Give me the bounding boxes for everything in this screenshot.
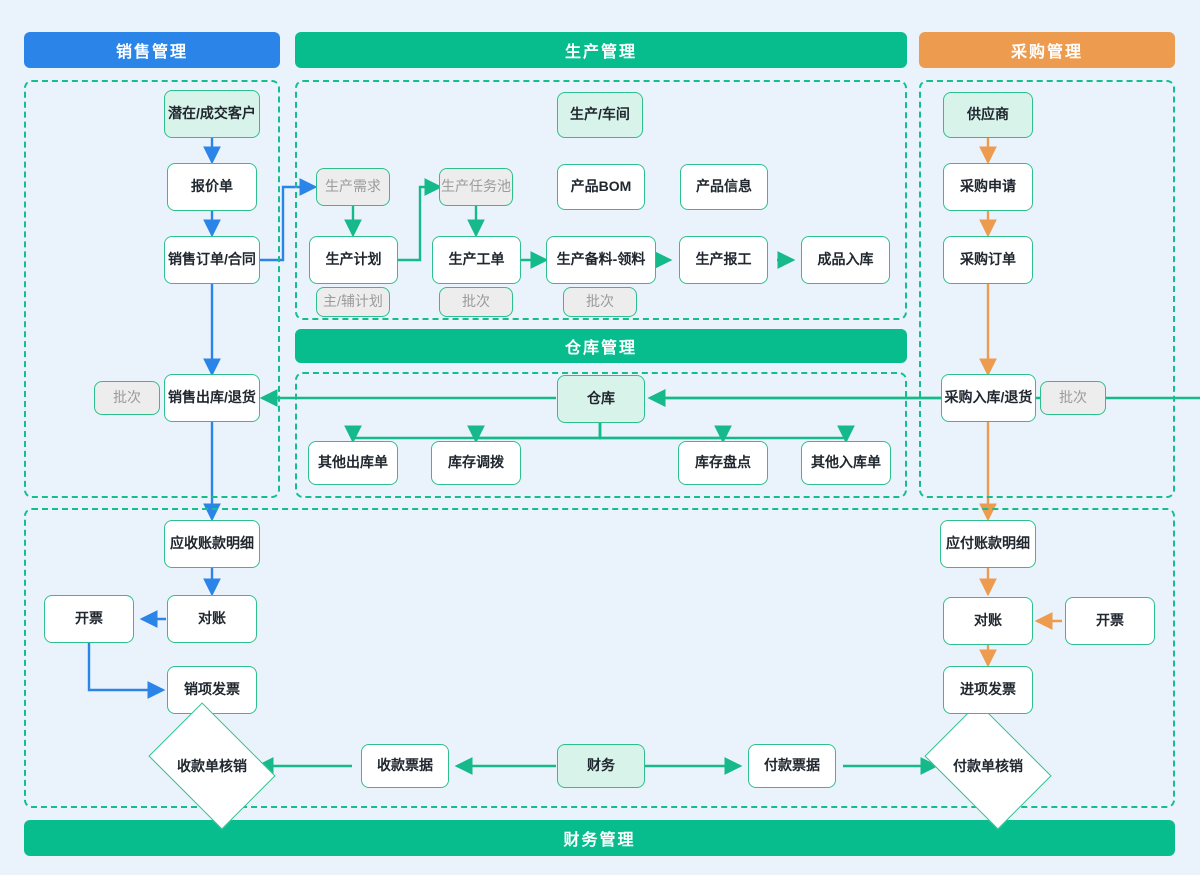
node-label: 批次 <box>1059 389 1087 406</box>
node-production-workorder[interactable]: 生产工单 <box>432 236 521 284</box>
group-production <box>295 80 907 320</box>
band-purchase-label: 采购管理 <box>1010 44 1083 61</box>
node-label: 开票 <box>1096 612 1124 629</box>
band-production: 生产管理 <box>295 32 907 68</box>
node-label: 财务 <box>587 757 615 774</box>
node-production-plan-batch[interactable]: 主/辅计划 <box>316 287 390 317</box>
band-warehouse: 仓库管理 <box>295 329 907 363</box>
node-label: 生产工单 <box>448 251 505 268</box>
node-warehouse-other-inbound[interactable]: 其他入库单 <box>801 441 891 485</box>
node-sales-order[interactable]: 销售订单/合同 <box>164 236 260 284</box>
node-label: 应收账款明细 <box>170 535 254 552</box>
node-label: 销售订单/合同 <box>168 251 256 268</box>
node-production-product-info[interactable]: 产品信息 <box>680 164 768 210</box>
group-purchase <box>919 80 1175 498</box>
node-production-workorder-batch[interactable]: 批次 <box>439 287 513 317</box>
node-warehouse-stocktake[interactable]: 库存盘点 <box>678 441 768 485</box>
node-label: 开票 <box>75 610 103 627</box>
node-finance-receipt-voucher[interactable]: 收款票据 <box>361 744 449 788</box>
node-finance-output-invoice[interactable]: 销项发票 <box>167 666 257 714</box>
node-label: 收款单核销 <box>177 758 247 774</box>
node-sales-batch[interactable]: 批次 <box>94 381 160 415</box>
band-purchase: 采购管理 <box>919 32 1175 68</box>
node-label: 生产任务池 <box>441 178 511 195</box>
node-production-bom[interactable]: 产品BOM <box>557 164 645 210</box>
node-label: 仓库 <box>587 390 615 407</box>
node-purchase-batch[interactable]: 批次 <box>1040 381 1106 415</box>
node-production-finished-goods[interactable]: 成品入库 <box>801 236 890 284</box>
node-production-picking-batch[interactable]: 批次 <box>563 287 637 317</box>
node-finance-ar-detail[interactable]: 应收账款明细 <box>164 520 260 568</box>
node-label: 库存盘点 <box>695 454 751 471</box>
group-finance <box>24 508 1175 808</box>
node-label: 其他出库单 <box>318 454 388 471</box>
node-purchase-supplier[interactable]: 供应商 <box>943 92 1033 138</box>
node-production-taskpool[interactable]: 生产任务池 <box>439 168 513 206</box>
node-production-picking[interactable]: 生产备料-领料 <box>546 236 656 284</box>
node-label: 生产/车间 <box>570 106 630 123</box>
band-production-label: 生产管理 <box>564 44 637 61</box>
node-label: 批次 <box>113 389 141 406</box>
band-finance-label: 财务管理 <box>563 832 636 849</box>
node-label: 报价单 <box>191 178 233 195</box>
node-label: 销项发票 <box>184 681 240 698</box>
band-sales-label: 销售管理 <box>115 44 188 61</box>
node-purchase-order[interactable]: 采购订单 <box>943 236 1033 284</box>
node-finance-payment-voucher[interactable]: 付款票据 <box>748 744 836 788</box>
node-production-workshop[interactable]: 生产/车间 <box>557 92 643 138</box>
node-label: 其他入库单 <box>811 454 881 471</box>
node-label: 批次 <box>586 293 614 310</box>
node-label: 采购入库/退货 <box>944 389 1033 406</box>
node-label: 产品BOM <box>570 178 632 195</box>
node-finance-ar-reconciliation[interactable]: 对账 <box>167 595 257 643</box>
node-label: 收款票据 <box>377 757 433 774</box>
band-warehouse-label: 仓库管理 <box>564 340 637 357</box>
node-label: 销售出库/退货 <box>168 389 256 406</box>
node-finance-payment-writeoff[interactable]: 付款单核销 <box>924 702 1052 830</box>
node-label: 主/辅计划 <box>323 293 383 310</box>
node-label: 库存调拨 <box>448 454 504 471</box>
node-label: 生产计划 <box>325 251 382 268</box>
node-label: 供应商 <box>967 106 1009 123</box>
node-sales-outbound[interactable]: 销售出库/退货 <box>164 374 260 422</box>
node-finance-ar-invoicing[interactable]: 开票 <box>44 595 134 643</box>
node-label: 采购订单 <box>960 251 1016 268</box>
node-warehouse-transfer[interactable]: 库存调拨 <box>431 441 521 485</box>
band-sales: 销售管理 <box>24 32 280 68</box>
node-production-demand[interactable]: 生产需求 <box>316 168 390 206</box>
node-label: 进项发票 <box>960 681 1016 698</box>
node-finance-ap-reconciliation[interactable]: 对账 <box>943 597 1033 645</box>
node-label: 对账 <box>974 612 1002 629</box>
node-label: 对账 <box>198 610 226 627</box>
group-warehouse <box>295 372 907 498</box>
node-finance-hub[interactable]: 财务 <box>557 744 645 788</box>
node-purchase-inbound[interactable]: 采购入库/退货 <box>941 374 1036 422</box>
node-production-plan[interactable]: 生产计划 <box>309 236 398 284</box>
node-label: 应付账款明细 <box>946 535 1030 552</box>
node-warehouse-hub[interactable]: 仓库 <box>557 375 645 423</box>
node-label: 产品信息 <box>696 178 752 195</box>
band-finance: 财务管理 <box>24 820 1175 856</box>
node-label: 付款票据 <box>764 757 820 774</box>
node-label: 潜在/成交客户 <box>168 105 256 122</box>
node-purchase-request[interactable]: 采购申请 <box>943 163 1033 211</box>
node-finance-input-invoice[interactable]: 进项发票 <box>943 666 1033 714</box>
node-production-report[interactable]: 生产报工 <box>679 236 768 284</box>
node-warehouse-other-outbound[interactable]: 其他出库单 <box>308 441 398 485</box>
node-label: 生产需求 <box>325 178 381 195</box>
node-label: 成品入库 <box>817 251 874 268</box>
node-finance-ap-invoicing[interactable]: 开票 <box>1065 597 1155 645</box>
node-sales-quotation[interactable]: 报价单 <box>167 163 257 211</box>
node-label: 生产报工 <box>695 251 752 268</box>
node-finance-ap-detail[interactable]: 应付账款明细 <box>940 520 1036 568</box>
node-sales-customer[interactable]: 潜在/成交客户 <box>164 90 260 138</box>
node-label: 生产备料-领料 <box>556 251 646 268</box>
node-finance-receipt-writeoff[interactable]: 收款单核销 <box>148 702 276 830</box>
group-sales <box>24 80 280 498</box>
node-label: 批次 <box>462 293 490 310</box>
node-label: 采购申请 <box>960 178 1016 195</box>
node-label: 付款单核销 <box>953 758 1023 774</box>
